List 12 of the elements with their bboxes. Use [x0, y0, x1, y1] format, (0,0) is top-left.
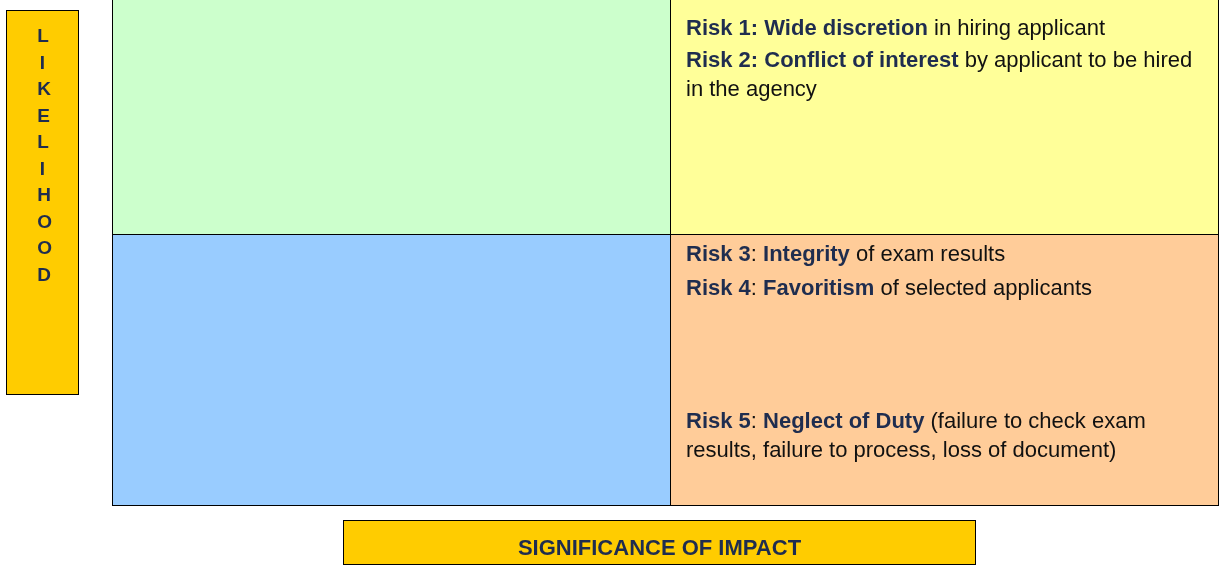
matrix-quadrant [670, 234, 1219, 506]
risk-text: Risk 4: Favoritism of selected applicants [686, 274, 1094, 302]
matrix-quadrant [112, 234, 671, 506]
axis-label-box [343, 520, 976, 565]
axis-label-box [6, 10, 79, 395]
matrix-quadrant [670, 0, 1219, 235]
axis-label: SIGNIFICANCE OF IMPACT [516, 535, 803, 561]
risk-text: Risk 1: Wide discretion in hiring applicant [686, 14, 1107, 42]
risk-text: Risk 2: Conflict of interest by applicant to be hired in the agency [686, 46, 1194, 103]
risk-text: Risk 5: Neglect of Duty (failure to check exam results, failure to process, loss of document) [686, 407, 1147, 464]
matrix-quadrant [112, 0, 671, 235]
risk-text: Risk 3: Integrity of exam results [686, 240, 1007, 268]
